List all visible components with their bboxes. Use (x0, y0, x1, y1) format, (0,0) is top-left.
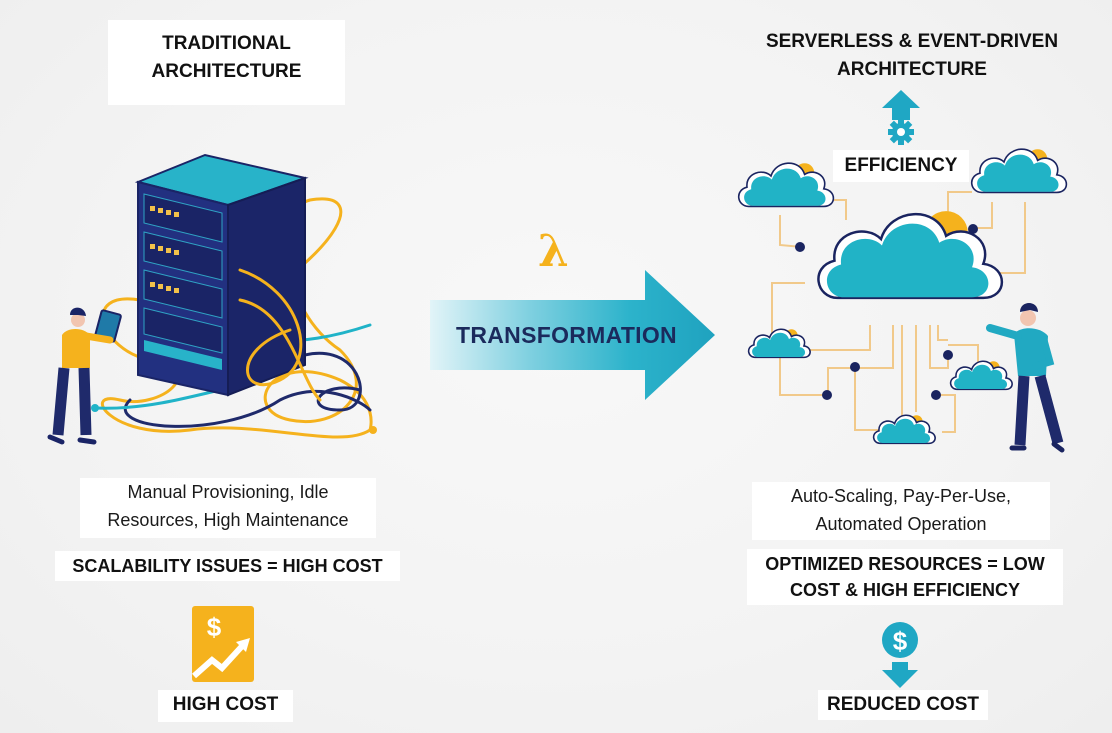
svg-text:$: $ (207, 612, 222, 642)
connector-line (810, 325, 871, 351)
dollar-down-arrow-icon: $ (882, 622, 918, 688)
small-cloud (872, 414, 936, 445)
connector-line (948, 344, 979, 365)
title-line-2: ARCHITECTURE (151, 61, 302, 82)
rack-side (227, 176, 306, 397)
summary-line-2: COST & HIGH EFFICIENCY (789, 580, 1020, 600)
connector-line (854, 368, 880, 431)
lambda-symbol: λ (538, 226, 569, 277)
status-leds (150, 206, 179, 293)
server-rack-illustration (47, 153, 377, 445)
transformation-arrow (430, 270, 715, 400)
connector-line (779, 358, 827, 396)
connector-line (929, 325, 949, 369)
node-dot (931, 390, 941, 400)
node-dot (822, 390, 832, 400)
node-dot (943, 350, 953, 360)
cable (123, 390, 372, 428)
connector-line (827, 325, 894, 395)
dollar-rising-chart-icon: $ (192, 606, 254, 682)
small-cloud (747, 328, 811, 359)
node-dot (968, 224, 978, 234)
rack-units (143, 193, 223, 370)
connector-line (972, 202, 993, 229)
small-cloud (970, 148, 1068, 194)
connector-line (862, 325, 903, 431)
serverless-architecture-title: SERVERLESS & EVENT-DRIVEN ARCHITECTURE (748, 28, 1076, 84)
title-line-1: TRADITIONAL (162, 33, 291, 54)
connector-line (936, 394, 956, 433)
connector-line (779, 215, 803, 248)
traditional-description: Manual Provisioning, Idle Resources, Hig… (80, 478, 376, 538)
traditional-summary: SCALABILITY ISSUES = HIGH COST (55, 551, 400, 581)
small-cloud (737, 162, 835, 208)
description-line-1: Auto-Scaling, Pay-Per-Use, (790, 486, 1012, 506)
connector-line (771, 282, 805, 335)
description-line-2: Resources, High Maintenance (107, 510, 349, 530)
description-line-1: Manual Provisioning, Idle (127, 482, 329, 502)
serverless-description: Auto-Scaling, Pay-Per-Use, Automated Ope… (752, 482, 1050, 540)
small-cloud (949, 360, 1013, 391)
transformation-label: TRANSFORMATION (456, 322, 677, 348)
node-dot (795, 242, 805, 252)
connector-line (947, 191, 972, 218)
svg-text:$: $ (893, 626, 908, 656)
connector-line (990, 202, 1026, 274)
traditional-architecture-title: TRADITIONAL ARCHITECTURE (108, 20, 345, 105)
connector-line (937, 325, 948, 341)
description-line-2: Automated Operation (815, 514, 987, 534)
title-line-2: ARCHITECTURE (837, 59, 987, 80)
reduced-cost-label: REDUCED COST (818, 690, 988, 720)
gear-up-arrow-icon (882, 90, 920, 145)
person-with-tablet (47, 307, 122, 445)
serverless-summary: OPTIMIZED RESOURCES = LOW COST & HIGH EF… (747, 549, 1063, 605)
title-line-1: SERVERLESS & EVENT-DRIVEN (765, 31, 1059, 52)
cloud-network-illustration (737, 148, 1068, 453)
main-cloud (817, 211, 1004, 300)
high-cost-label: HIGH COST (158, 690, 293, 722)
summary-line-1: OPTIMIZED RESOURCES = LOW (765, 554, 1045, 574)
presenting-person (986, 303, 1065, 453)
efficiency-label: EFFICIENCY (833, 150, 969, 182)
node-dot (850, 362, 860, 372)
